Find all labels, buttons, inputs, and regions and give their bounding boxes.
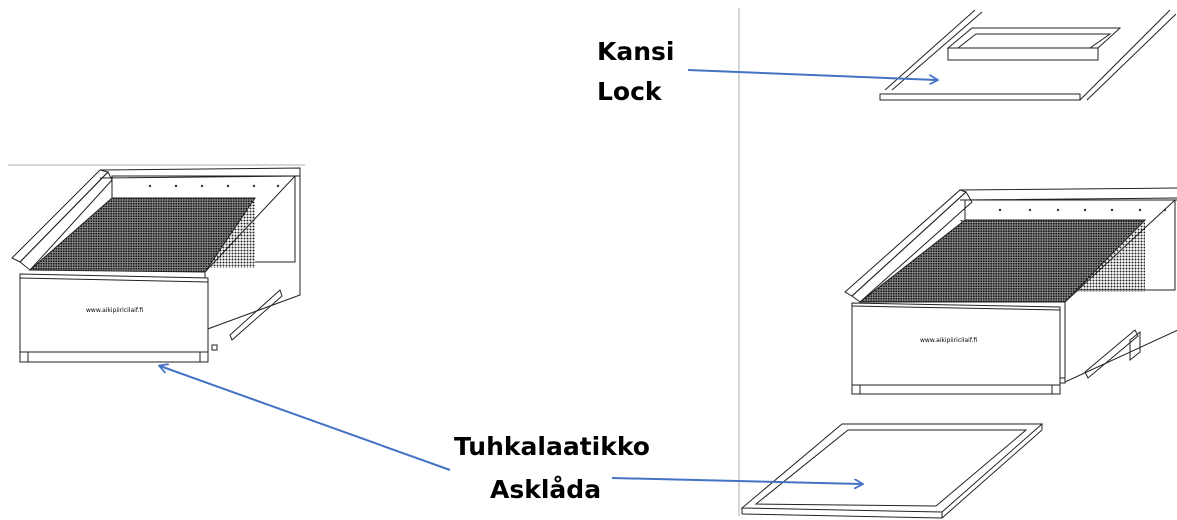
arrow-to-lid [687,69,937,80]
label-lid-swedish: Lock [597,77,662,106]
ash-tray-plate [740,423,1044,519]
left-ash-drawer [8,164,305,363]
arrow-to-left-drawer [160,366,451,471]
left-website-text: www.aikipiiricilaif.fi [86,307,143,314]
left-rivet-dots [148,184,280,188]
lid [879,9,1177,101]
right-ash-drawer [844,187,1177,395]
label-ash-drawer-swedish: Asklåda [490,475,602,504]
label-lid-finnish: Kansi [597,37,675,66]
right-website-text: www.aikipiiricilaif.fi [920,337,977,344]
right-rivet-dots [998,208,1167,212]
label-ash-drawer-finnish: Tuhkalaatikko [454,432,650,461]
arrow-to-tray [611,477,862,484]
